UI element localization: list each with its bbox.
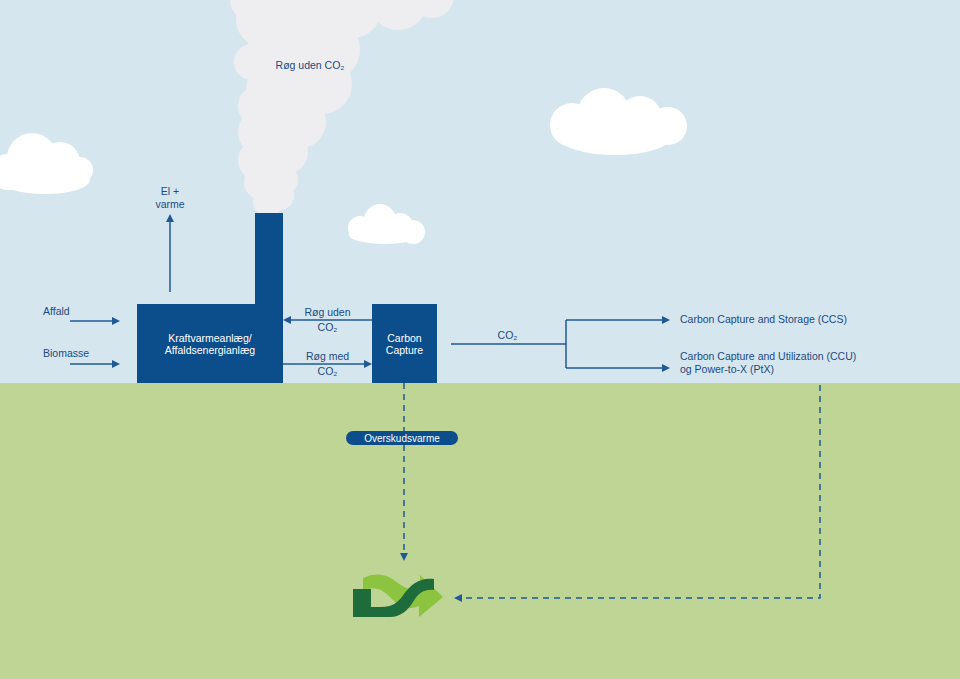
cloud — [349, 226, 421, 244]
arrow-head — [364, 360, 372, 368]
node-content: Carbon Capture — [375, 332, 435, 356]
dashed-connector — [404, 383, 405, 431]
target-label: Carbon Capture and Utilization (CCU) og … — [680, 350, 864, 376]
arrow-head — [112, 317, 120, 325]
node-text: Overskudsvarme — [348, 432, 456, 445]
node-text: Kraftvarmeanlæg/ Affaldsenergianlæg — [150, 332, 270, 356]
arrow-head — [662, 364, 670, 372]
smoke — [230, 0, 270, 20]
smoke — [410, 0, 454, 18]
edge-label: Røg uden CO₂ — [300, 305, 356, 335]
cloud — [560, 121, 670, 155]
input-arrow — [70, 363, 112, 365]
arrow-head — [400, 553, 408, 561]
plant-box: Kraftvarmeanlæg/ Affaldsenergianlæg — [137, 304, 283, 383]
arrow-head — [112, 360, 120, 368]
node-text: Carbon Capture — [375, 332, 435, 356]
edge-label: Røg med CO₂ — [300, 349, 356, 379]
heat-pill: Overskudsvarme — [346, 431, 458, 445]
arrow-head — [283, 316, 291, 324]
edge-line — [283, 363, 365, 365]
node-content: Kraftvarmeanlæg/ Affaldsenergianlæg — [150, 332, 270, 356]
arrow-head — [662, 316, 670, 324]
edge-line — [403, 383, 405, 431]
target-label: Carbon Capture and Storage (CCS) — [680, 313, 930, 326]
arrow-head — [454, 594, 462, 602]
flow-label: CO₂ — [480, 329, 535, 342]
output-label: El + varme — [152, 185, 188, 211]
input-arrow — [566, 367, 662, 369]
logo — [353, 574, 443, 617]
logo — [353, 579, 434, 617]
arrow-head — [166, 214, 174, 222]
dashed-line — [403, 445, 405, 552]
smoke-label: Røg uden CO₂ — [240, 59, 380, 72]
dashed-line — [404, 385, 820, 598]
input-label: Biomasse — [43, 347, 123, 360]
arrow-head — [112, 214, 670, 372]
edge-line — [290, 319, 372, 321]
dashed-line — [463, 385, 820, 598]
chimney — [255, 213, 283, 305]
cloud — [0, 133, 93, 194]
cloud — [348, 204, 425, 244]
input-arrow — [566, 319, 662, 321]
input-arrow — [451, 343, 566, 345]
smoke — [230, 0, 454, 217]
sky — [0, 0, 960, 384]
input-arrow — [169, 222, 171, 292]
input-arrow — [565, 320, 567, 368]
cloud — [550, 88, 687, 155]
ground — [0, 383, 960, 679]
process-box: Carbon Capture — [372, 304, 437, 383]
input-label: Affald — [43, 305, 123, 318]
input-arrow — [70, 320, 112, 322]
cloud — [0, 166, 90, 194]
node-content: Overskudsvarme — [348, 432, 456, 445]
